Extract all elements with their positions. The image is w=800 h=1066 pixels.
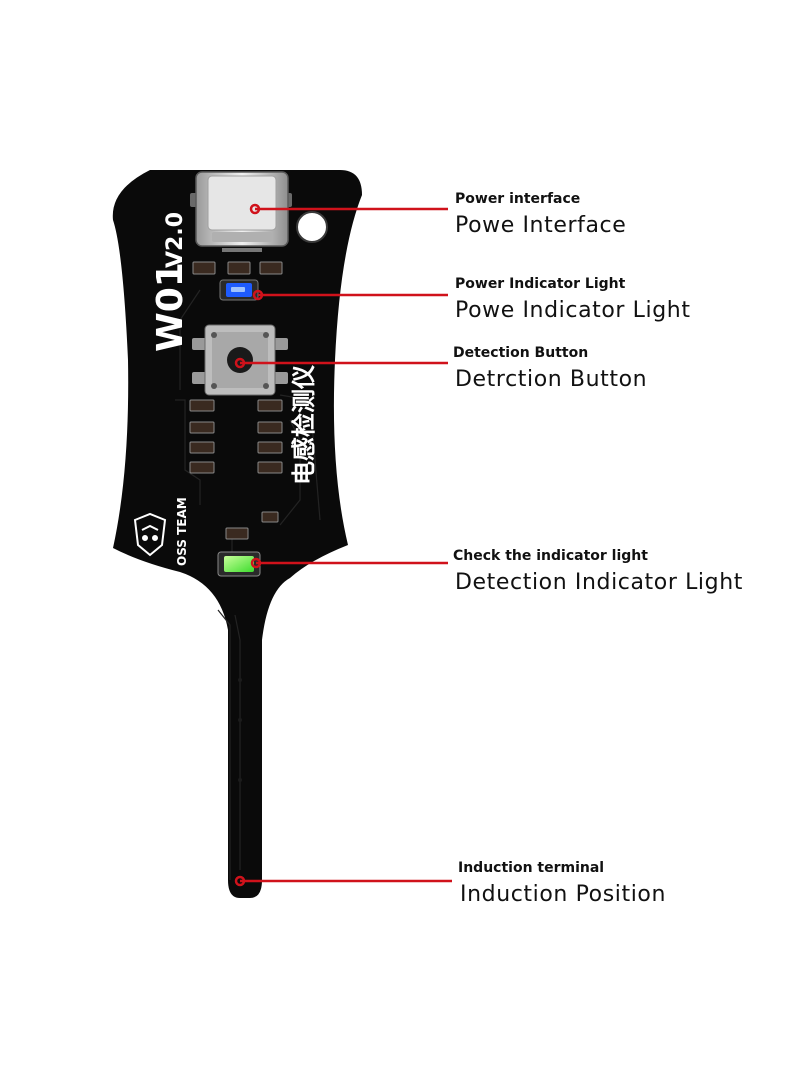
callout-subtitle: Induction Position <box>460 882 667 907</box>
callout-subtitle: Powe Interface <box>455 213 627 238</box>
pcb-traces <box>175 289 321 880</box>
version-label: V2.0 <box>163 212 188 268</box>
callout-title: Power Indicator Light <box>455 276 626 292</box>
mounting-hole <box>296 211 328 243</box>
callout-title: Power interface <box>455 191 581 207</box>
model-label: W01 <box>150 262 191 352</box>
brand-label: OSS TEAM <box>175 497 189 566</box>
tail-pads <box>238 678 242 782</box>
smd-components-mid <box>189 399 283 540</box>
callout-subtitle: Detrction Button <box>455 367 648 392</box>
leader-lines <box>234 203 452 887</box>
callout-subtitle: Detection Indicator Light <box>455 570 743 595</box>
detection-indicator-led <box>217 551 261 577</box>
callout-subtitle: Powe Indicator Light <box>455 298 691 323</box>
english-name-label: INDUCTANCE DETECTOR <box>337 289 356 505</box>
brand-logo <box>133 512 167 557</box>
chinese-name-label: 电感检测仪 <box>290 364 318 485</box>
smd-components-top <box>192 261 283 275</box>
power-indicator-led <box>219 279 259 301</box>
callout-title: Detection Button <box>453 345 589 361</box>
callout-title: Induction terminal <box>458 860 605 876</box>
callout-title: Check the indicator light <box>453 548 648 564</box>
usb-c-port <box>190 171 292 252</box>
